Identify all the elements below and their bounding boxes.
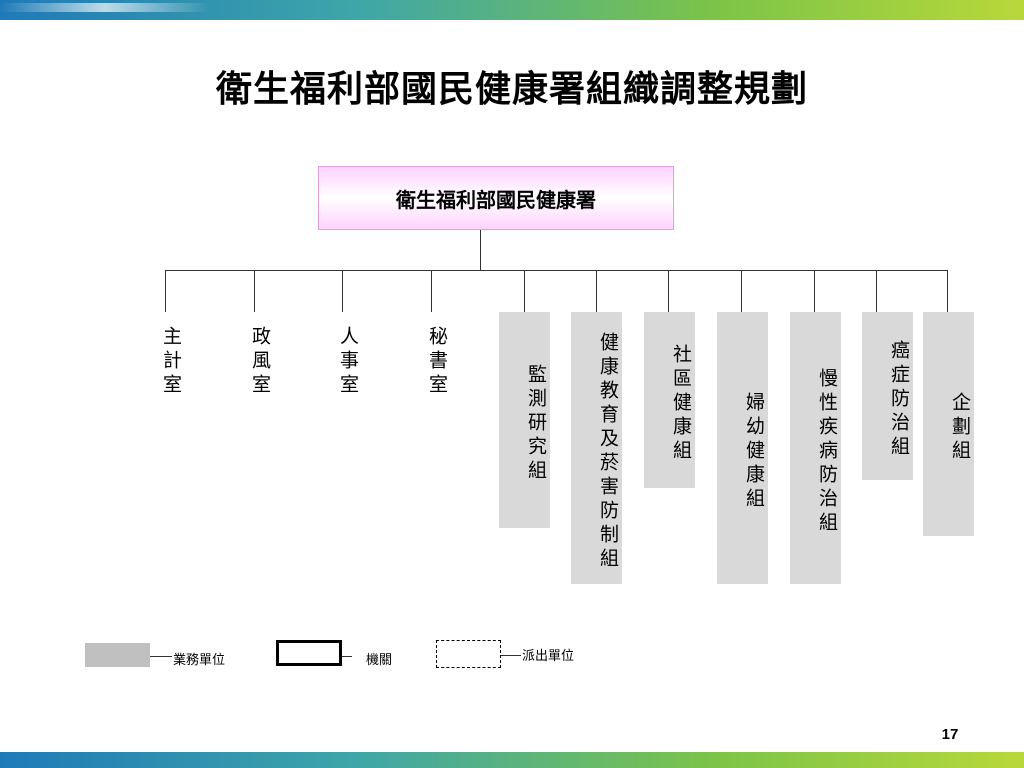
branch-line	[947, 270, 948, 312]
legend-leader-line	[501, 655, 521, 656]
legend-agency-label: 機關	[366, 653, 393, 668]
top-decorative-band	[0, 0, 1024, 20]
slide-title: 衛生福利部國民健康署組織調整規劃	[215, 68, 808, 110]
branch-line	[668, 270, 669, 312]
division-health-education-tobacco: 健康教育及菸害防制組	[571, 312, 622, 584]
legend-leader-line	[342, 656, 352, 657]
legend-business-unit-swatch	[85, 643, 150, 667]
branch-line	[596, 270, 597, 312]
division-cancer-prevention: 癌症防治組	[862, 312, 913, 480]
division-maternal-child-health: 婦幼健康組	[717, 312, 768, 584]
legend-dispatched-unit-label: 派出單位	[522, 649, 575, 664]
horizontal-connector-line	[165, 270, 947, 271]
branch-line	[741, 270, 742, 312]
legend-business-unit-label: 業務單位	[173, 653, 226, 668]
office-ethics: 政風室	[249, 326, 271, 398]
page-number: 17	[941, 726, 959, 743]
branch-line	[254, 270, 255, 312]
org-root-box: 衛生福利部國民健康署	[318, 166, 674, 230]
division-monitoring-research: 監測研究組	[499, 312, 550, 528]
branch-line	[165, 270, 166, 312]
division-planning: 企劃組	[923, 312, 974, 536]
office-accounting: 主計室	[160, 326, 182, 398]
bottom-decorative-band	[0, 752, 1024, 768]
org-root-label: 衛生福利部國民健康署	[396, 187, 596, 212]
branch-line	[431, 270, 432, 312]
office-personnel: 人事室	[337, 326, 359, 398]
division-community-health: 社區健康組	[644, 312, 695, 488]
branch-line	[524, 270, 525, 312]
band-highlight	[0, 3, 210, 12]
legend-agency-swatch	[276, 640, 342, 666]
branch-line	[342, 270, 343, 312]
legend-dispatched-unit-swatch	[436, 640, 501, 668]
office-secretariat: 秘書室	[426, 326, 448, 398]
branch-line	[814, 270, 815, 312]
legend-leader-line	[150, 656, 172, 657]
division-chronic-disease: 慢性疾病防治組	[790, 312, 841, 584]
branch-line	[876, 270, 877, 312]
root-connector-line	[480, 230, 481, 270]
